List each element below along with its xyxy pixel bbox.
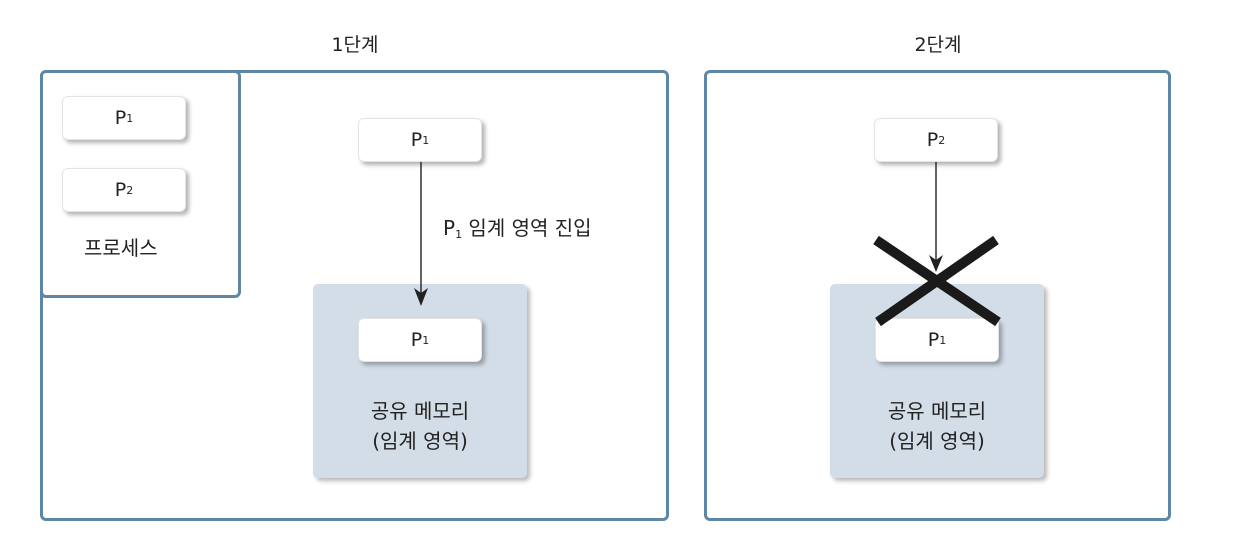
shared-memory-label: 공유 메모리	[370, 399, 470, 423]
process-name: P	[114, 107, 127, 129]
process-subscript: 2	[126, 183, 134, 197]
stage-1-title: 1단계	[331, 34, 379, 56]
stage-2-title: 2단계	[914, 34, 962, 56]
process-subscript: 1	[939, 333, 947, 347]
critical-section-label: (임계 영역)	[889, 429, 985, 453]
process-name: P	[410, 329, 423, 351]
process-name: P	[926, 129, 939, 151]
critical-section-label: (임계 영역)	[372, 429, 468, 453]
process-name: P	[927, 329, 940, 351]
shared-memory-label: 공유 메모리	[887, 399, 987, 423]
process-area-caption: 프로세스	[84, 236, 158, 260]
arrow-label-process: P	[443, 216, 456, 240]
process-name: P	[410, 129, 423, 151]
process-subscript: 2	[938, 133, 946, 147]
process-name: P	[114, 179, 127, 201]
arrow-label-subscript: 1	[455, 228, 463, 241]
process-subscript: 1	[422, 333, 430, 347]
arrow-label-text: 임계 영역 진입	[468, 216, 592, 240]
process-subscript: 1	[422, 133, 430, 147]
process-subscript: 1	[126, 111, 134, 125]
arrow-label: P1 임계 영역 진입	[443, 212, 592, 241]
